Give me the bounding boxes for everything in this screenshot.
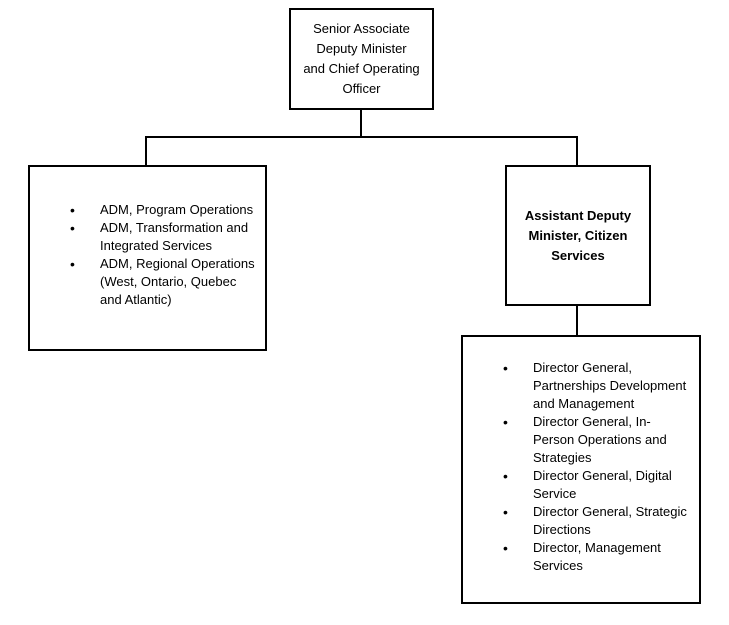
- item-line: Services: [533, 558, 583, 573]
- item-line: Director, Management: [533, 540, 661, 555]
- item-line: and Atlantic): [100, 292, 172, 307]
- item-line: Partnerships Development: [533, 378, 687, 393]
- item-line: Director General, Strategic: [533, 504, 687, 519]
- adm-citizen-services-box: Assistant Deputy Minister, Citizen Servi…: [505, 165, 651, 306]
- title-line: Senior Associate: [313, 21, 410, 36]
- title-line: Services: [551, 247, 605, 263]
- list-item: Director, Management Services: [503, 539, 699, 575]
- title-line: Deputy Minister: [316, 41, 407, 56]
- list-item: ADM, Program Operations: [70, 201, 260, 219]
- item-line: ADM, Transformation and: [100, 220, 249, 235]
- list-item: Director General, Strategic Directions: [503, 503, 699, 539]
- item-line: ADM, Regional Operations: [100, 256, 255, 271]
- senior-associate-box: Senior Associate Deputy Minister and Chi…: [289, 8, 434, 110]
- item-line: ADM, Program Operations: [100, 202, 254, 217]
- item-line: Director General, Digital: [533, 468, 672, 483]
- list-item: Director General, Digital Service: [503, 467, 699, 503]
- list-item: Director General, In- Person Operations …: [503, 413, 699, 467]
- director-list-box: Director General, Partnerships Developme…: [461, 335, 701, 604]
- item-line: Integrated Services: [100, 238, 213, 253]
- item-line: (West, Ontario, Quebec: [100, 274, 237, 289]
- connector-horizontal: [145, 136, 578, 138]
- list-item: Director General, Partnerships Developme…: [503, 359, 699, 413]
- item-line: Strategies: [533, 450, 592, 465]
- item-line: Director General, In-: [533, 414, 651, 429]
- item-line: Director General,: [533, 360, 632, 375]
- item-line: Directions: [533, 522, 591, 537]
- connector-left-drop: [145, 136, 147, 166]
- title-line: Assistant Deputy: [524, 207, 632, 223]
- connector-right-drop: [576, 136, 578, 166]
- title-line: Officer: [342, 81, 381, 96]
- item-line: Person Operations and: [533, 432, 667, 447]
- connector-top-vertical: [360, 109, 362, 137]
- item-line: Service: [533, 486, 577, 501]
- list-item: ADM, Transformation and Integrated Servi…: [70, 219, 260, 255]
- adm-list: ADM, Program Operations ADM, Transformat…: [70, 201, 260, 309]
- adm-list-box: ADM, Program Operations ADM, Transformat…: [28, 165, 267, 351]
- item-line: and Management: [533, 396, 635, 411]
- title-line: Minister, Citizen: [528, 227, 628, 243]
- connector-adm-to-directors: [576, 305, 578, 336]
- adm-citizen-services-title: Assistant Deputy Minister, Citizen Servi…: [525, 206, 631, 266]
- list-item: ADM, Regional Operations (West, Ontario,…: [70, 255, 260, 309]
- director-list: Director General, Partnerships Developme…: [503, 359, 699, 575]
- title-line: and Chief Operating: [303, 61, 420, 76]
- senior-associate-title: Senior Associate Deputy Minister and Chi…: [303, 19, 419, 99]
